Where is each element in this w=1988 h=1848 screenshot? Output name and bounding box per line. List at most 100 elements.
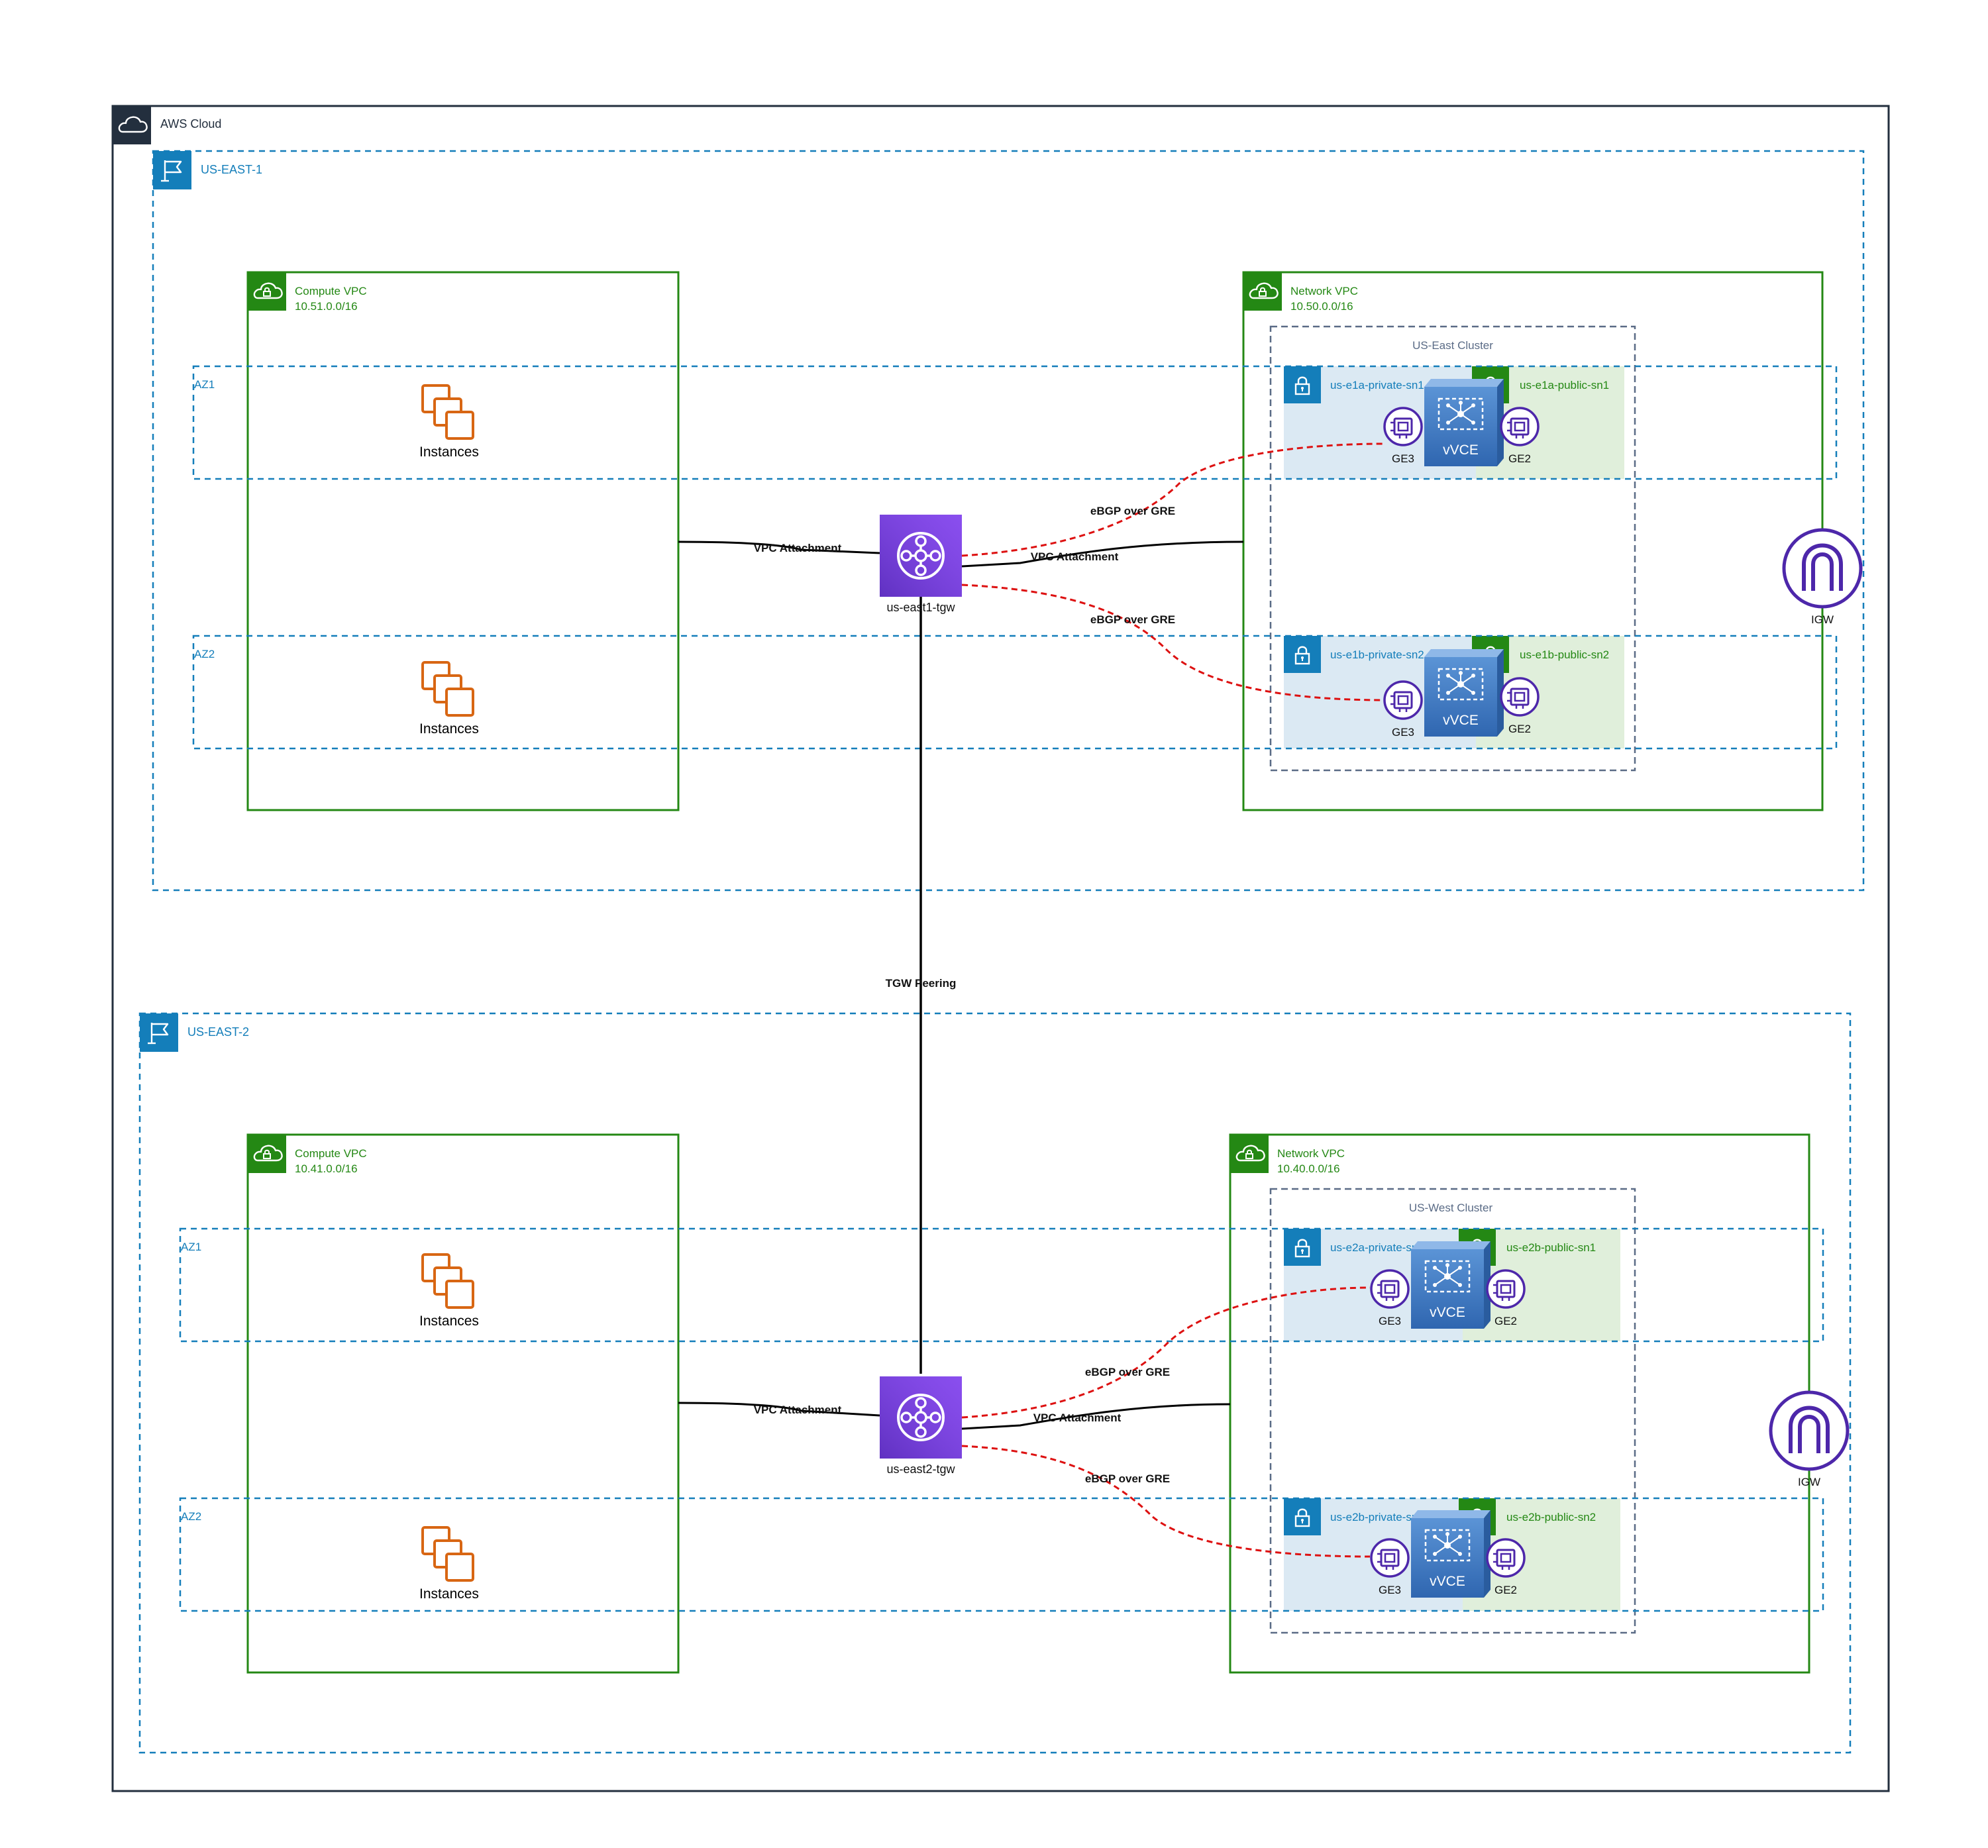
vpc-title: Compute VPC: [295, 285, 367, 297]
transit-gateway-east-1[interactable]: us-east1-tgw: [878, 513, 963, 614]
connections: [678, 442, 1385, 1558]
instances-label: Instances: [419, 1313, 479, 1329]
link-labels: VPC Attachment VPC Attachment VPC Attach…: [754, 505, 1175, 1485]
tgw-label: us-east2-tgw: [886, 1463, 955, 1476]
instances-group: Instances: [419, 1253, 479, 1329]
public-subnet-label: us-e2b-public-sn2: [1506, 1511, 1596, 1523]
port-label: GE2: [1494, 1315, 1517, 1327]
gre-tunnel-link: [961, 442, 1385, 557]
instances-icon: [421, 661, 474, 717]
ebgp-label: eBGP over GRE: [1090, 505, 1175, 517]
vpc-attachment-link: [678, 540, 880, 554]
vpc-title: Compute VPC: [295, 1147, 367, 1160]
vce-label: vVCE: [1430, 1574, 1465, 1589]
vpc-attachment-label: VPC Attachment: [1033, 1412, 1122, 1424]
network-interface-icon: [1486, 1538, 1526, 1578]
aws-cloud-group: AWS Cloud: [111, 105, 1890, 1792]
instances-label: Instances: [419, 721, 479, 737]
vce-appliance[interactable]: vVCE GE3 GE2: [1383, 648, 1540, 739]
gre-tunnel-link: [961, 1286, 1371, 1419]
az2-box: [192, 635, 1838, 750]
az1-box: [192, 365, 1838, 480]
internet-gateway-icon: [1784, 530, 1861, 607]
az2-box: [179, 1497, 1824, 1612]
network-interface-icon: [1370, 1538, 1410, 1578]
port-label: GE3: [1379, 1315, 1401, 1327]
vce-appliance[interactable]: vVCE GE3 GE2: [1383, 378, 1540, 468]
private-subnet-label: us-e1b-private-sn2: [1330, 648, 1424, 661]
network-interface-icon: [1500, 677, 1540, 717]
public-subnet-label: us-e1b-public-sn2: [1520, 648, 1609, 661]
network-interface-icon: [1383, 407, 1423, 446]
internet-gateway-east-1[interactable]: IGW: [1784, 530, 1861, 626]
transit-gateway-icon: [878, 513, 963, 598]
vpc-attachment-link: [961, 1403, 1231, 1430]
region-us-east-1: US-EAST-1: [152, 150, 1865, 892]
region-badge: [153, 151, 191, 189]
region-us-east-2: US-EAST-2: [138, 1012, 1852, 1754]
az-label: AZ2: [181, 1510, 201, 1523]
instances-icon: [421, 1253, 474, 1309]
port-label: GE3: [1379, 1584, 1401, 1596]
instances-icon: [421, 384, 474, 440]
network-interface-icon: [1383, 680, 1423, 720]
network-vpc-east-1: Network VPC 10.50.0.0/16: [1242, 271, 1824, 811]
ebgp-label: eBGP over GRE: [1085, 1472, 1170, 1485]
vce-label: vVCE: [1430, 1305, 1465, 1320]
instances-icon: [421, 1526, 474, 1582]
transit-gateway-east-2[interactable]: us-east2-tgw: [878, 1375, 963, 1476]
az-boxes-east-2: AZ1 AZ2: [179, 1227, 1824, 1612]
port-label: GE2: [1508, 452, 1531, 465]
cluster-us-west: US-West Cluster: [1269, 1188, 1636, 1634]
vpc-attachment-label: VPC Attachment: [1031, 550, 1119, 563]
instances-group: Instances: [419, 384, 479, 460]
instances-label: Instances: [419, 444, 479, 460]
tgw-label: us-east1-tgw: [886, 601, 955, 614]
vpc-cidr: 10.40.0.0/16: [1277, 1162, 1340, 1175]
network-vpc-east-2: Network VPC 10.40.0.0/16: [1229, 1133, 1810, 1674]
vpc-title: Network VPC: [1290, 285, 1358, 297]
cluster-us-east: US-East Cluster: [1269, 325, 1636, 772]
private-subnet-label: us-e2a-private-sn1: [1330, 1241, 1424, 1254]
instances-group: Instances: [419, 1526, 479, 1602]
vce-label: vVCE: [1443, 442, 1479, 458]
vpc-attachment-link: [678, 1402, 880, 1417]
az-label: AZ1: [181, 1241, 201, 1253]
az-label: AZ1: [194, 378, 215, 391]
vpc-attachment-link: [961, 540, 1244, 568]
network-interface-icon: [1370, 1269, 1410, 1309]
private-subnet-label: us-e2b-private-sn2: [1330, 1511, 1424, 1523]
cluster-label: US-East Cluster: [1412, 339, 1493, 352]
port-label: GE3: [1392, 726, 1414, 739]
instances-label: Instances: [419, 1586, 479, 1602]
tgw-peering-label: TGW Peering: [886, 977, 957, 990]
internet-gateway-icon: [1771, 1392, 1848, 1469]
az-boxes-east-1: AZ1 AZ2: [192, 365, 1838, 750]
vpc-attachment-label: VPC Attachment: [754, 542, 842, 554]
gre-tunnel-link: [961, 1445, 1371, 1558]
vpc-attachment-label: VPC Attachment: [754, 1404, 842, 1416]
private-subnet-label: us-e1a-private-sn1: [1330, 379, 1424, 391]
port-label: GE2: [1508, 723, 1531, 735]
igw-label: IGW: [1798, 1476, 1820, 1488]
cluster-label: US-West Cluster: [1409, 1202, 1493, 1214]
transit-gateway-icon: [878, 1375, 963, 1460]
region-title: US-EAST-1: [201, 163, 262, 176]
vpc-title: Network VPC: [1277, 1147, 1345, 1160]
region-title: US-EAST-2: [187, 1025, 249, 1039]
igw-label: IGW: [1811, 613, 1834, 626]
vpc-cidr: 10.51.0.0/16: [295, 300, 358, 313]
aws-cloud-badge: [113, 106, 151, 144]
ebgp-label: eBGP over GRE: [1090, 613, 1175, 626]
gre-tunnel-link: [961, 584, 1385, 701]
public-subnet-label: us-e1a-public-sn1: [1520, 379, 1609, 391]
vce-appliance[interactable]: vVCE GE3 GE2: [1370, 1240, 1526, 1330]
az-label: AZ2: [194, 648, 215, 660]
region-badge: [140, 1013, 178, 1052]
vce-appliance[interactable]: vVCE GE3 GE2: [1370, 1509, 1526, 1599]
vce-label: vVCE: [1443, 713, 1479, 728]
vpc-cidr: 10.50.0.0/16: [1290, 300, 1353, 313]
instances-group: Instances: [419, 661, 479, 737]
internet-gateway-east-2[interactable]: IGW: [1771, 1392, 1848, 1488]
